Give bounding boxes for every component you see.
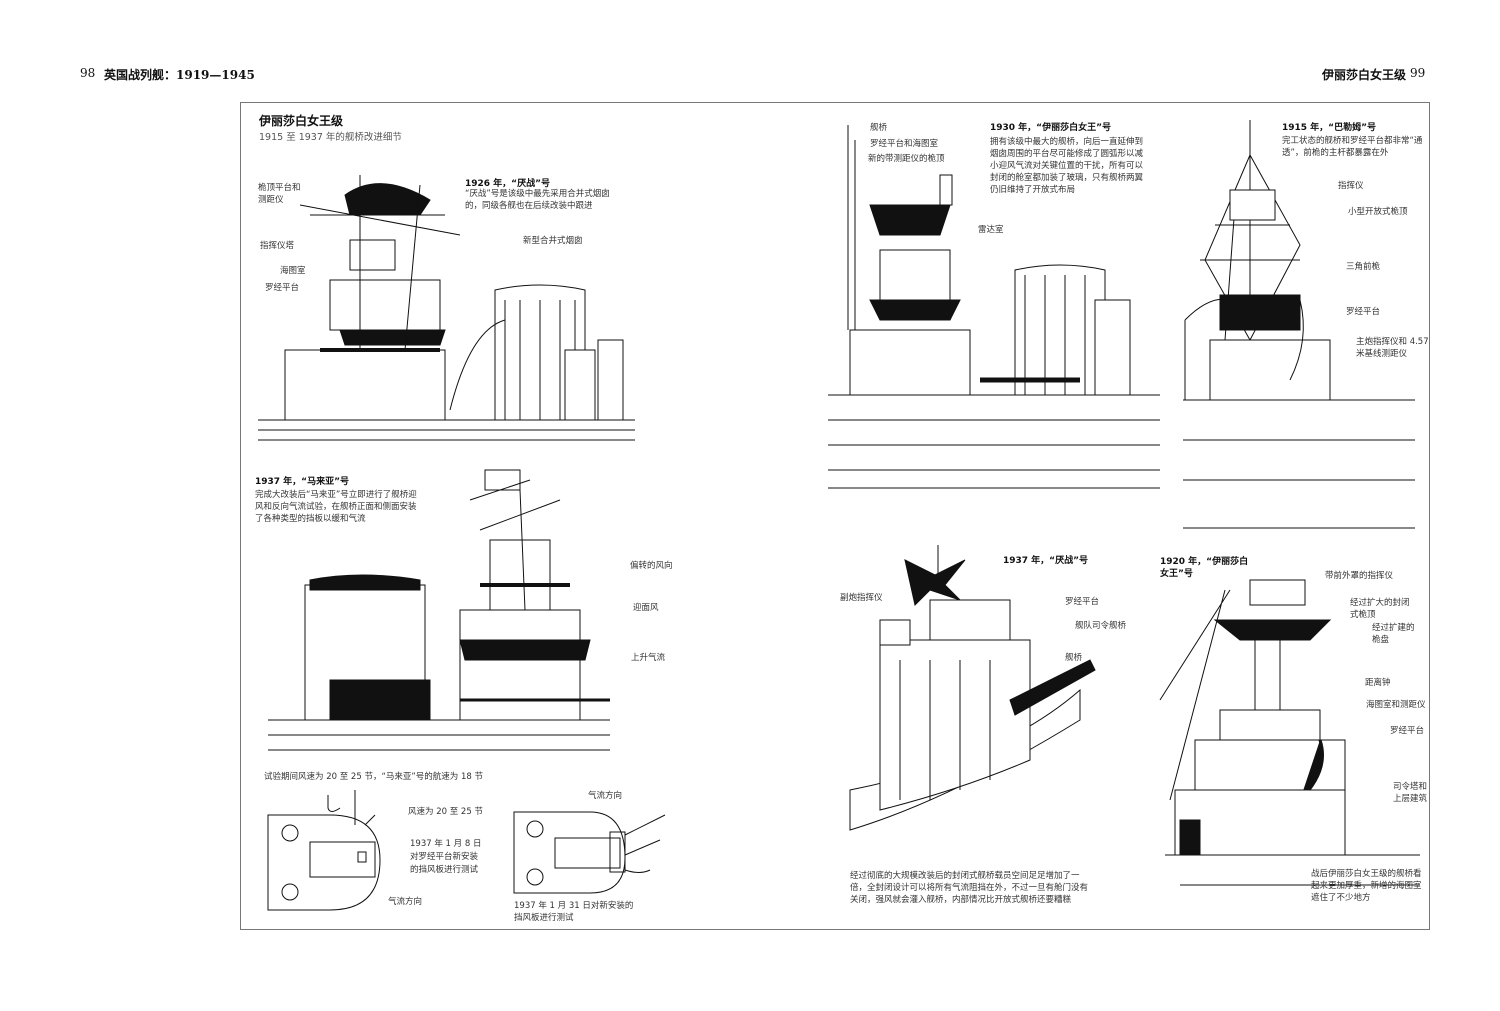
caption-test1-line2: 对罗经平台新安装	[410, 852, 479, 862]
left-page-number: 98	[80, 66, 96, 80]
label-airflow-direction-1: 气流方向	[388, 897, 423, 907]
caption-test2-line1: 1937 年 1 月 31 日对新安装的	[514, 901, 634, 911]
label-enlarged-top-2: 式桅顶	[1350, 610, 1376, 620]
caption-1930-heading: 1930 年，“伊丽莎白女王”号	[990, 123, 1112, 133]
label-masthead-platform: 桅顶平台和	[258, 183, 301, 193]
label-chart-house: 海图室	[280, 266, 306, 276]
label-compass-platform-1915: 罗经平台	[1346, 307, 1381, 317]
figure-subtitle: 1915 至 1937 年的舰桥改进细节	[259, 132, 402, 143]
label-director-tower: 指挥仪塔	[260, 241, 295, 251]
label-compass-platform-1937: 罗经平台	[1065, 597, 1100, 607]
label-wind-speed: 风速为 20 至 25 节	[408, 807, 483, 817]
label-conning-tower-2: 上层建筑	[1393, 794, 1428, 804]
right-page-number: 99	[1410, 66, 1426, 80]
caption-test-conditions: 试验期间风速为 20 至 25 节，“马来亚”号的航速为 18 节	[264, 772, 483, 782]
label-enlarged-top-1: 经过扩大的封闭	[1350, 598, 1410, 608]
label-updraft: 上升气流	[631, 653, 666, 663]
label-compass-platform: 罗经平台	[265, 283, 300, 293]
label-director: 指挥仪	[1338, 181, 1364, 191]
caption-1920-heading-line1: 1920 年，“伊丽莎白	[1160, 557, 1249, 567]
label-secondary-director: 副炮指挥仪	[840, 593, 883, 603]
drawing-1915-barham	[1183, 120, 1415, 529]
caption-1920-heading-line2: 女王”号	[1160, 569, 1193, 579]
label-range-clock: 距离钟	[1365, 678, 1391, 688]
left-running-title: 英国战列舰：1919—1945	[104, 68, 255, 82]
figure-frame	[240, 102, 1430, 930]
caption-1915-heading: 1915 年，“巴勒姆”号	[1282, 123, 1377, 133]
label-tripod-mast: 三角前桅	[1346, 262, 1381, 272]
label-small-open-top: 小型开放式桅顶	[1348, 207, 1408, 217]
caption-1915-body: 完工状态的舰桥和罗经平台都非常“通透”，前桅的主杆都暴露在外	[1282, 136, 1423, 158]
label-conning-tower-1: 司令塔和	[1393, 782, 1428, 792]
label-admiral-bridge: 舰队司令舰桥	[1075, 621, 1127, 631]
caption-1930-body: 拥有该级中最大的舰桥，向后一直延伸到烟囱周围的平台尽可能修成了圆弧形以减小迎风气…	[990, 137, 1144, 195]
caption-1926-body: “厌战”号是该级中最先采用合并式烟囱的，同级各舰也在后续改装中跟进	[465, 189, 610, 211]
caption-test1-line3: 的挡风板进行测试	[410, 865, 479, 875]
figure-title: 伊丽莎白女王级	[259, 114, 344, 128]
label-airflow-direction-2: 气流方向	[588, 791, 623, 801]
caption-1920-body: 战后伊丽莎白女王级的舰桥看起来更加厚重，新增的海图室遮住了不少地方	[1311, 869, 1422, 903]
label-radar-room: 雷达室	[978, 225, 1004, 235]
label-trunked-funnel: 新型合井式烟囱	[523, 236, 583, 246]
drawing-1930-queen-elizabeth	[828, 125, 1160, 489]
label-expanded-1: 经过扩建的	[1372, 623, 1415, 633]
caption-1926-heading: 1926 年，“厌战”号	[465, 179, 551, 189]
label-deflected-wind: 偏转的风向	[630, 561, 673, 571]
drawing-1937-warspite	[849, 545, 1096, 831]
caption-1937-malaya-heading: 1937 年，“马来亚”号	[255, 477, 350, 487]
caption-test2-line2: 挡风板进行测试	[514, 913, 574, 923]
drawing-1920-queen-elizabeth	[1159, 579, 1420, 886]
label-main-director: 主炮指挥仪和 4.57	[1356, 337, 1429, 347]
caption-1937-malaya-body: 完成大改装后“马来亚”号立即进行了舰桥迎风和反向气流试验，在舰桥正面和侧面安装了…	[255, 490, 417, 524]
label-hooded-director: 带前外罩的指挥仪	[1325, 571, 1394, 581]
label-compass-platform-1920: 罗经平台	[1390, 726, 1425, 736]
label-bridge-1937: 舰桥	[1065, 653, 1083, 663]
label-new-masthead: 新的带测距仪的桅顶	[868, 154, 945, 164]
caption-1937-warspite-body: 经过彻底的大规模改装后的封闭式舰桥载员空间足足增加了一倍，全封闭设计可以将所有气…	[850, 871, 1089, 905]
caption-test1-line1: 1937 年 1 月 8 日	[410, 839, 482, 849]
label-compass-and-chart: 罗经平台和海图室	[870, 139, 939, 149]
label-rangefinder: 测距仪	[258, 195, 284, 205]
label-rangefinder-457: 米基线测距仪	[1356, 349, 1408, 359]
right-running-title: 伊丽莎白女王级	[1322, 68, 1407, 82]
label-bridge: 舰桥	[870, 123, 888, 133]
airflow-test-diagram-1	[267, 790, 381, 911]
airflow-test-diagram-2	[513, 811, 666, 894]
label-headwind: 迎面风	[633, 603, 659, 613]
caption-1937-warspite-heading: 1937 年，“厌战”号	[1003, 556, 1089, 566]
drawing-1937-malaya	[268, 469, 610, 751]
label-chart-rangefinder: 海图室和测距仪	[1366, 700, 1426, 710]
label-expanded-2: 桅盘	[1372, 635, 1390, 645]
drawing-1926-warspite	[258, 175, 635, 441]
